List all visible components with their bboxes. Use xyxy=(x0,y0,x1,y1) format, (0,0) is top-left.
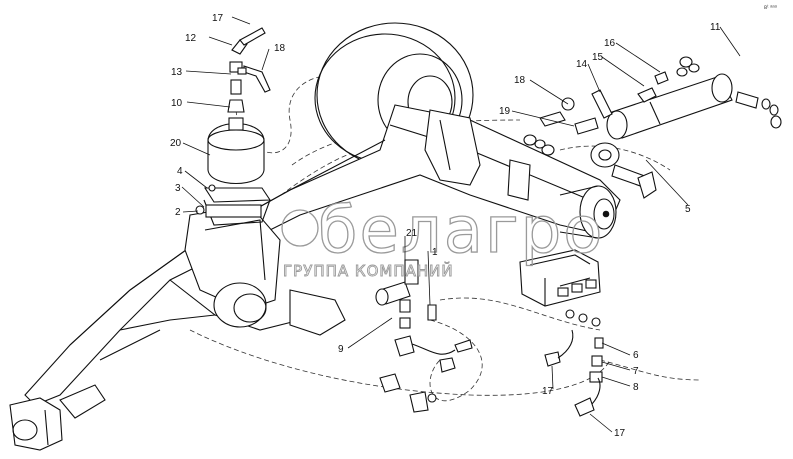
callout-17-mid: 17 xyxy=(542,386,554,397)
callout-19: 19 xyxy=(499,106,511,117)
callout-16: 16 xyxy=(604,38,616,49)
lower-fittings xyxy=(375,259,601,417)
callout-2: 2 xyxy=(175,207,181,218)
callout-3: 3 xyxy=(175,183,181,194)
callout-5: 5 xyxy=(685,204,691,215)
callout-13: 13 xyxy=(171,67,183,78)
leader-lines xyxy=(181,16,741,433)
callout-1: 1 xyxy=(432,247,438,258)
callout-4: 4 xyxy=(177,166,183,177)
callout-17-top: 17 xyxy=(212,13,224,24)
callout-14: 14 xyxy=(576,59,588,70)
callout-10: 10 xyxy=(171,98,183,109)
watermark: белагро ГРУППА КОМПАНИЙ xyxy=(281,193,604,280)
callout-18-top: 18 xyxy=(274,43,286,54)
callout-17-bottom: 17 xyxy=(614,428,626,439)
callout-12: 12 xyxy=(185,33,197,44)
callout-11: 11 xyxy=(710,22,721,33)
frame xyxy=(9,104,621,451)
top-fittings xyxy=(227,27,271,113)
accumulator-assembly xyxy=(195,117,272,226)
callout-20: 20 xyxy=(170,138,182,149)
callout-9: 9 xyxy=(338,344,344,355)
callout-15: 15 xyxy=(592,52,604,63)
watermark-brand: белагро xyxy=(318,194,604,268)
corner-code: ʙᵗ ᵃᵃᵃ xyxy=(764,4,778,11)
valve-block xyxy=(519,249,604,383)
callout-6: 6 xyxy=(633,350,639,361)
callouts: 17 12 18 13 10 20 4 3 2 21 1 9 11 16 15 … xyxy=(170,13,721,439)
callout-21: 21 xyxy=(406,228,418,239)
callout-8: 8 xyxy=(633,382,639,393)
callout-18-right: 18 xyxy=(514,75,526,86)
callout-7: 7 xyxy=(633,366,639,377)
watermark-subtitle: ГРУППА КОМПАНИЙ xyxy=(283,261,454,280)
